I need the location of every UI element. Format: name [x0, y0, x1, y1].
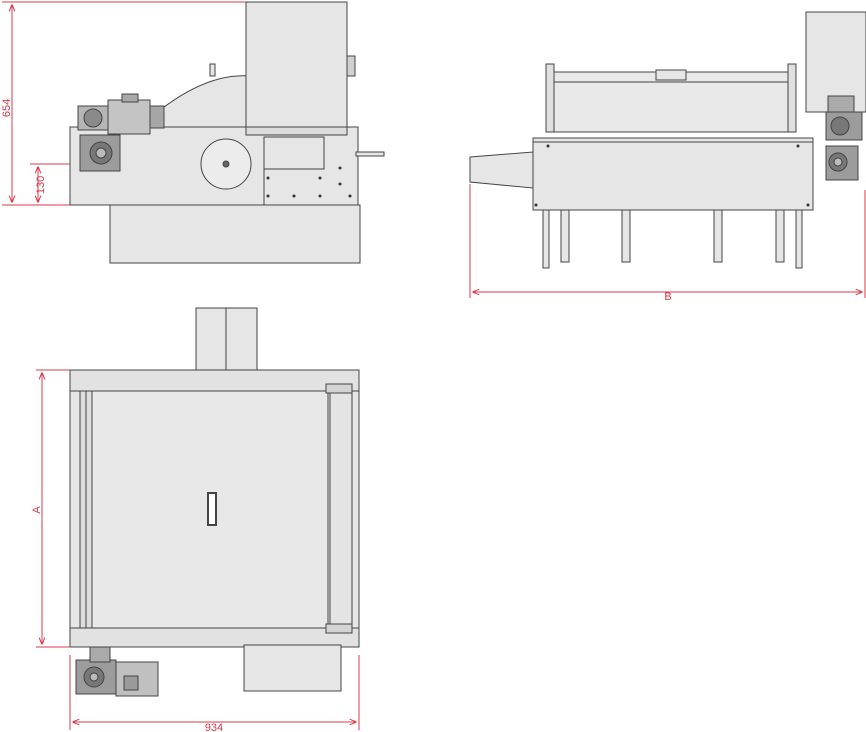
height-inlet-label: 130: [35, 176, 47, 194]
gear-motor: [77, 93, 165, 172]
height-total-label: 654: [1, 99, 13, 117]
right-roller: [329, 390, 353, 629]
top-gear-motor: [75, 646, 159, 697]
support-legs: [542, 209, 803, 269]
top-dimensions: [36, 369, 360, 730]
front-dimensions: [2, 1, 246, 206]
top-frame: [545, 71, 797, 133]
top-view: [69, 307, 360, 697]
bolt-dots: [266, 166, 352, 198]
side-view: [469, 11, 866, 269]
side-upper-box: [805, 11, 866, 113]
side-gear-motor: [825, 95, 863, 181]
side-dimensions: [469, 184, 866, 298]
inlet-chute: [469, 151, 534, 189]
bottom-box: [243, 644, 342, 692]
width-base-label: 934: [205, 722, 223, 732]
upper-box: [245, 1, 348, 135]
handle-slot: [207, 492, 217, 526]
front-view: [69, 1, 385, 264]
side-body: [532, 137, 814, 211]
lower-tank: [109, 204, 361, 264]
width-length-label: B: [664, 291, 671, 303]
width-depth-label: A: [31, 506, 43, 514]
